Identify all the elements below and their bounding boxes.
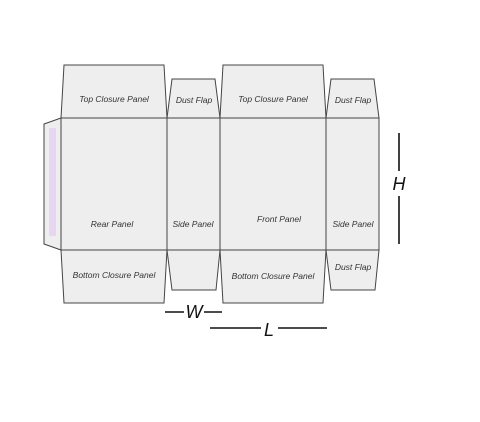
label-top-closure-right: Top Closure Panel	[238, 94, 309, 104]
rear-panel	[60, 117, 168, 251]
label-bottom-closure-right: Bottom Closure Panel	[232, 271, 316, 281]
side-panel-right	[325, 117, 380, 251]
bottom-closure-panel-left	[60, 249, 168, 304]
length-dimension-label: L	[264, 320, 274, 340]
front-panel	[219, 117, 327, 251]
label-top-closure-left: Top Closure Panel	[79, 94, 150, 104]
label-dust-flap-bottom-right: Dust Flap	[335, 262, 372, 272]
glue-strip	[49, 128, 56, 236]
top-closure-panel-right	[219, 64, 327, 119]
dust-flap-bottom-right	[325, 249, 380, 291]
dust-flap-bottom-left	[166, 249, 221, 291]
label-rear-panel: Rear Panel	[91, 219, 135, 229]
label-side-panel-right: Side Panel	[332, 219, 374, 229]
width-dimension-label: W	[186, 302, 205, 322]
label-dust-flap-top-left: Dust Flap	[176, 95, 213, 105]
height-dimension-label: H	[393, 174, 407, 194]
top-closure-panel-left	[60, 64, 168, 119]
label-front-panel: Front Panel	[257, 214, 302, 224]
bottom-closure-panel-right	[219, 249, 327, 304]
label-bottom-closure-left: Bottom Closure Panel	[73, 270, 157, 280]
label-dust-flap-top-right: Dust Flap	[335, 95, 372, 105]
side-panel-left	[166, 117, 221, 251]
label-side-panel-left: Side Panel	[172, 219, 214, 229]
